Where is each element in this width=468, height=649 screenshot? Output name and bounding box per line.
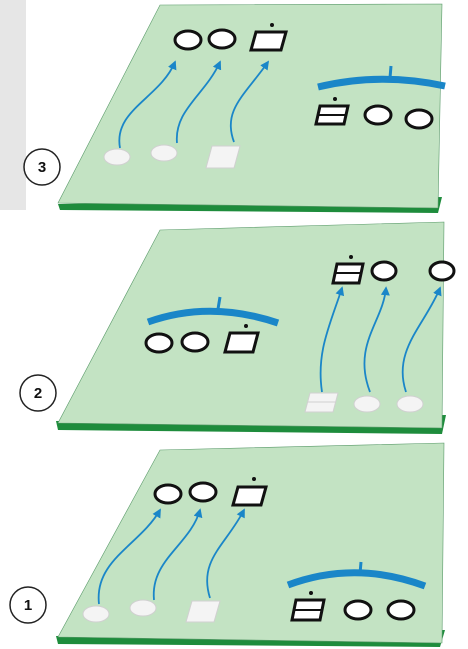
- disc-part: [370, 260, 398, 282]
- weight-block: [223, 331, 260, 354]
- transfer-arrow: [229, 60, 270, 143]
- weight-block: [231, 485, 268, 507]
- weight-knob: [333, 97, 337, 101]
- ghost-disc-pad: [396, 395, 424, 413]
- balance-pivot: [216, 296, 222, 310]
- disc-part: [386, 599, 416, 621]
- side-panel: [0, 0, 26, 210]
- transfer-arrow: [118, 60, 177, 149]
- disc-part: [404, 108, 434, 130]
- disc-part: [180, 331, 210, 353]
- transfer-arrow: [176, 60, 222, 144]
- step-badge: [9, 586, 47, 624]
- board-surface: [57, 221, 445, 429]
- weight-knob: [270, 23, 274, 27]
- ghost-disc-pad: [129, 599, 157, 617]
- disc-part: [153, 483, 183, 505]
- weight-knob: [349, 255, 353, 259]
- weight-block: [249, 30, 288, 52]
- disc-part: [188, 481, 218, 503]
- disc-part: [363, 104, 393, 126]
- ghost-disc-pad: [82, 605, 110, 623]
- transfer-arrow: [206, 508, 245, 599]
- balance-pivot: [388, 65, 393, 79]
- balance-pivot: [358, 561, 363, 575]
- disc-part: [173, 29, 203, 51]
- ghost-square-pad: [185, 600, 221, 623]
- transfer-arrow: [97, 508, 161, 605]
- board-step-2: 2: [19, 221, 456, 434]
- transfer-arrow: [363, 286, 390, 393]
- board-step-1: 1: [9, 442, 445, 647]
- ghost-square-pad: [205, 145, 241, 169]
- ghost-disc-pad: [103, 148, 131, 166]
- balance-bar: [286, 569, 427, 590]
- balance-bar: [317, 75, 446, 91]
- step-number: 1: [24, 597, 32, 614]
- board-step-3: 3: [23, 3, 446, 213]
- step-number: 2: [34, 385, 42, 402]
- transfer-arrow: [153, 508, 203, 601]
- weight-knob: [252, 477, 256, 481]
- step-number: 3: [38, 159, 46, 176]
- transfer-arrow: [319, 286, 345, 393]
- ghost-disc-pad: [150, 144, 178, 162]
- step-badge: [19, 374, 57, 412]
- disc-part: [144, 332, 174, 354]
- balance-bar: [146, 307, 280, 327]
- disc-part: [428, 260, 456, 282]
- disc-part: [207, 28, 237, 50]
- weight-knob: [309, 591, 313, 595]
- ghost-disc-pad: [353, 395, 381, 413]
- weight-knob: [244, 324, 248, 328]
- step-badge: [23, 148, 61, 186]
- disc-part: [343, 599, 373, 621]
- transfer-arrow: [401, 286, 442, 393]
- board-surface: [57, 442, 445, 644]
